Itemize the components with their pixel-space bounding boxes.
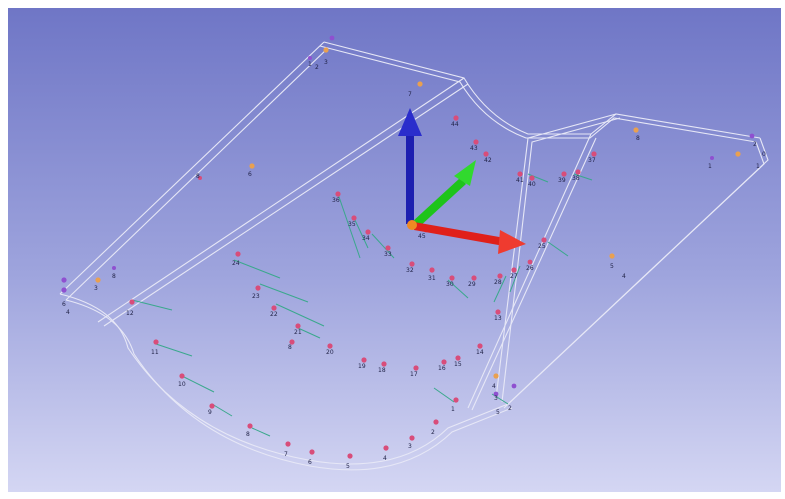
- label-8c: 8: [196, 173, 200, 180]
- label-7b: 7: [408, 91, 412, 98]
- label-4: 4: [383, 455, 387, 462]
- label-23: 23: [252, 293, 260, 300]
- label-right-1b: 1: [756, 163, 760, 170]
- label-45: 45: [418, 233, 426, 240]
- label-14: 14: [476, 349, 484, 356]
- label-6: 6: [308, 459, 312, 466]
- landmark-markers: [61, 35, 755, 459]
- x-axis-arrow[interactable]: [414, 222, 526, 254]
- label-top-2: 2: [315, 64, 319, 71]
- label-8b: 8: [246, 431, 250, 438]
- label-17: 17: [410, 371, 418, 378]
- label-36: 36: [332, 197, 340, 204]
- gizmo-origin[interactable]: [407, 220, 417, 230]
- label-30: 30: [446, 281, 454, 288]
- mesh-wireframe: [59, 41, 769, 471]
- 3d-viewport[interactable]: 24 23 22 21 8 20 36 35 34 33 32 31 30 29…: [8, 8, 781, 492]
- label-43: 43: [470, 145, 478, 152]
- label-1: 1: [451, 406, 455, 413]
- label-5: 5: [346, 463, 350, 470]
- label-42: 42: [484, 157, 492, 164]
- label-28: 28: [494, 279, 502, 286]
- label-35: 35: [348, 221, 356, 228]
- label-8: 8: [288, 344, 292, 351]
- label-right-1: 1: [708, 163, 712, 170]
- label-6b: 6: [248, 171, 252, 178]
- label-right-0: 0: [762, 151, 766, 158]
- z-axis-arrow[interactable]: [398, 108, 422, 224]
- label-26: 26: [526, 265, 534, 272]
- label-24: 24: [232, 260, 240, 267]
- label-right-2: 2: [753, 141, 757, 148]
- label-20: 20: [326, 349, 334, 356]
- label-27: 27: [510, 273, 518, 280]
- label-16: 16: [438, 365, 446, 372]
- label-34: 34: [362, 235, 370, 242]
- label-left-3: 3: [94, 285, 98, 292]
- label-3: 3: [408, 443, 412, 450]
- label-9: 9: [208, 409, 212, 416]
- label-40: 40: [528, 181, 536, 188]
- label-41: 41: [516, 177, 524, 184]
- y-axis-arrow[interactable]: [412, 160, 476, 228]
- label-31: 31: [428, 275, 436, 282]
- label-32: 32: [406, 267, 414, 274]
- label-right-5: 5: [610, 263, 614, 270]
- mesh-scene[interactable]: 24 23 22 21 8 20 36 35 34 33 32 31 30 29…: [8, 8, 781, 492]
- label-7: 7: [284, 451, 288, 458]
- label-19: 19: [358, 363, 366, 370]
- label-37: 37: [588, 157, 596, 164]
- label-13: 13: [494, 315, 502, 322]
- label-38: 38: [572, 175, 580, 182]
- label-29: 29: [468, 281, 476, 288]
- label-bottom-2: 2: [508, 405, 512, 412]
- label-bottom-5: 5: [496, 409, 500, 416]
- label-33: 33: [384, 251, 392, 258]
- label-25: 25: [538, 243, 546, 250]
- label-2: 2: [431, 429, 435, 436]
- label-top-3: 3: [324, 59, 328, 66]
- landmark-labels: 24 23 22 21 8 20 36 35 34 33 32 31 30 29…: [62, 59, 766, 470]
- label-21: 21: [294, 329, 302, 336]
- label-bottom-4: 4: [492, 383, 496, 390]
- label-left-8: 8: [112, 273, 116, 280]
- label-right-4: 4: [622, 273, 626, 280]
- label-bottom-3: 3: [494, 395, 498, 402]
- label-18: 18: [378, 367, 386, 374]
- label-12: 12: [126, 310, 134, 317]
- label-22: 22: [270, 311, 278, 318]
- label-top-1: 1: [308, 61, 312, 68]
- label-left-4: 4: [66, 309, 70, 316]
- label-left-6: 6: [62, 301, 66, 308]
- label-15: 15: [454, 361, 462, 368]
- transform-gizmo[interactable]: [398, 108, 526, 254]
- label-10: 10: [178, 381, 186, 388]
- label-right-8: 8: [636, 135, 640, 142]
- label-44: 44: [451, 121, 459, 128]
- strand-lines: [131, 173, 593, 437]
- label-11: 11: [151, 349, 159, 356]
- label-39: 39: [558, 177, 566, 184]
